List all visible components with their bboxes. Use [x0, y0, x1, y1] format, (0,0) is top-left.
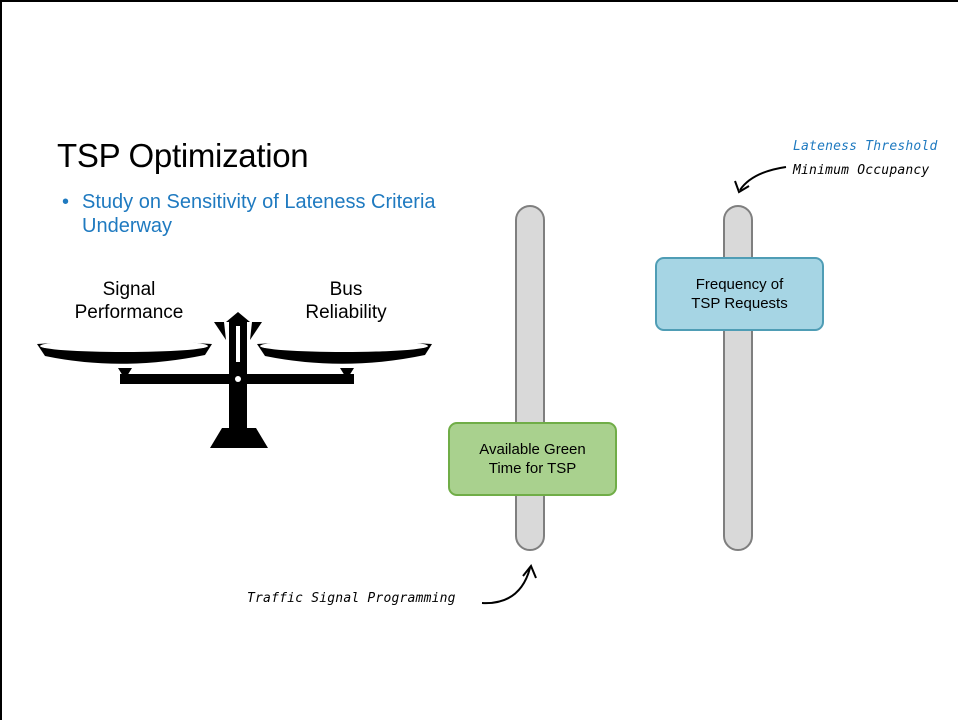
- minimum-occupancy-annotation: Minimum Occupancy: [793, 163, 930, 178]
- bullet-text: Study on Sensitivity of Lateness Criteri…: [82, 191, 436, 237]
- lateness-threshold-annotation: Lateness Threshold: [793, 139, 938, 154]
- lateness-arrow-icon: [739, 166, 787, 191]
- bus-reliability-label: Bus Reliability: [305, 279, 387, 323]
- bullet-marker: •: [62, 191, 70, 213]
- balance-scale-icon: [37, 312, 432, 448]
- available-green-time-slider-handle[interactable]: Available Green Time for TSP: [448, 422, 617, 496]
- available-green-time-label: Available Green Time for TSP: [479, 441, 586, 477]
- tsp-requests-frequency-label: Frequency of TSP Requests: [691, 276, 788, 312]
- slide-title: TSP Optimization: [57, 137, 309, 174]
- traffic-signal-programming-annotation: Traffic Signal Programming: [247, 591, 456, 606]
- tsp-requests-frequency-slider-handle[interactable]: Frequency of TSP Requests: [655, 257, 824, 331]
- traffic-signal-arrow-icon: [481, 567, 531, 605]
- signal-performance-label: Signal Performance: [74, 279, 184, 323]
